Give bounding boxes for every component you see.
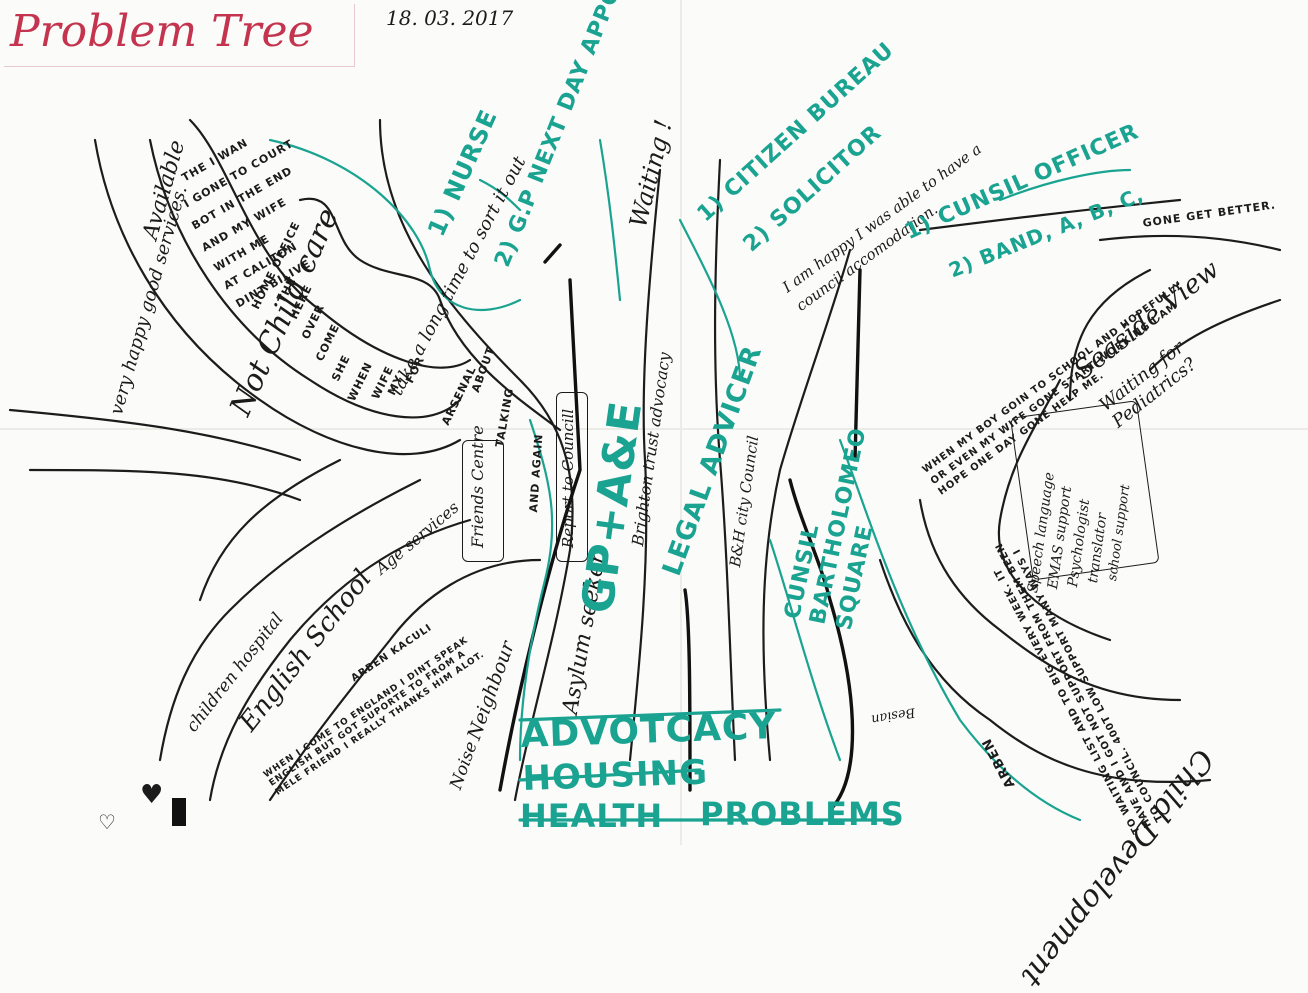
teal-stroke-8 — [478, 178, 522, 212]
problem-housing: HOUSING — [521, 752, 709, 799]
title-frame — [4, 4, 355, 67]
problem-problems: PROBLEMS — [700, 795, 905, 833]
problem-advocacy: ADVOTCACY — [519, 706, 778, 756]
date-label: 18. 03. 2017 — [386, 6, 514, 30]
left-inner-loop — [298, 197, 562, 432]
paper-fold-vertical — [680, 0, 682, 845]
root-left-1 — [268, 558, 542, 802]
root-left-2 — [208, 518, 472, 802]
trunk-center-right — [713, 158, 737, 762]
root-right-1 — [918, 498, 1182, 702]
teal-underline — [518, 708, 892, 822]
ink-blot — [172, 798, 186, 826]
teal-stroke-2 — [518, 418, 554, 762]
page-title: Problem Tree — [10, 6, 314, 57]
teal-stroke-5 — [768, 538, 842, 762]
arrow-council — [788, 478, 855, 812]
teal-stroke-7 — [998, 168, 1132, 202]
trunk-right-edge — [762, 248, 852, 762]
heart-doodle-2: ♥ — [140, 780, 164, 810]
teal-stroke-1 — [268, 138, 522, 312]
friends-centre-label: Friends Centre — [468, 425, 487, 548]
root-right-4 — [1068, 268, 1152, 402]
report-council-label: Report to Councill — [559, 408, 577, 548]
trunk-left-edge — [378, 118, 574, 802]
report-council-box — [556, 392, 588, 562]
teal-stroke-4 — [678, 218, 742, 382]
root-right-3 — [997, 378, 1112, 642]
left-branch-lower — [8, 408, 302, 502]
friends-centre-box — [462, 440, 504, 562]
right-branch-top — [918, 198, 1282, 252]
tree-drawing — [8, 118, 1282, 822]
teal-stroke-6 — [838, 438, 1082, 822]
root-left-3 — [158, 478, 422, 762]
teal-stroke-3 — [598, 138, 622, 302]
heart-doodle: ♡ — [98, 810, 116, 834]
right-branch-mid — [1148, 298, 1282, 372]
arrow-square — [853, 268, 862, 462]
paper-fold-horizontal — [0, 428, 1308, 430]
trunk-center-left — [628, 168, 662, 762]
problem-health: HEALTH — [520, 797, 664, 835]
root-right-2 — [878, 558, 1212, 784]
root-left-4 — [198, 458, 342, 602]
arrow-legal — [683, 588, 692, 792]
left-branch-outline — [93, 118, 472, 456]
arrow-gp — [498, 243, 582, 792]
